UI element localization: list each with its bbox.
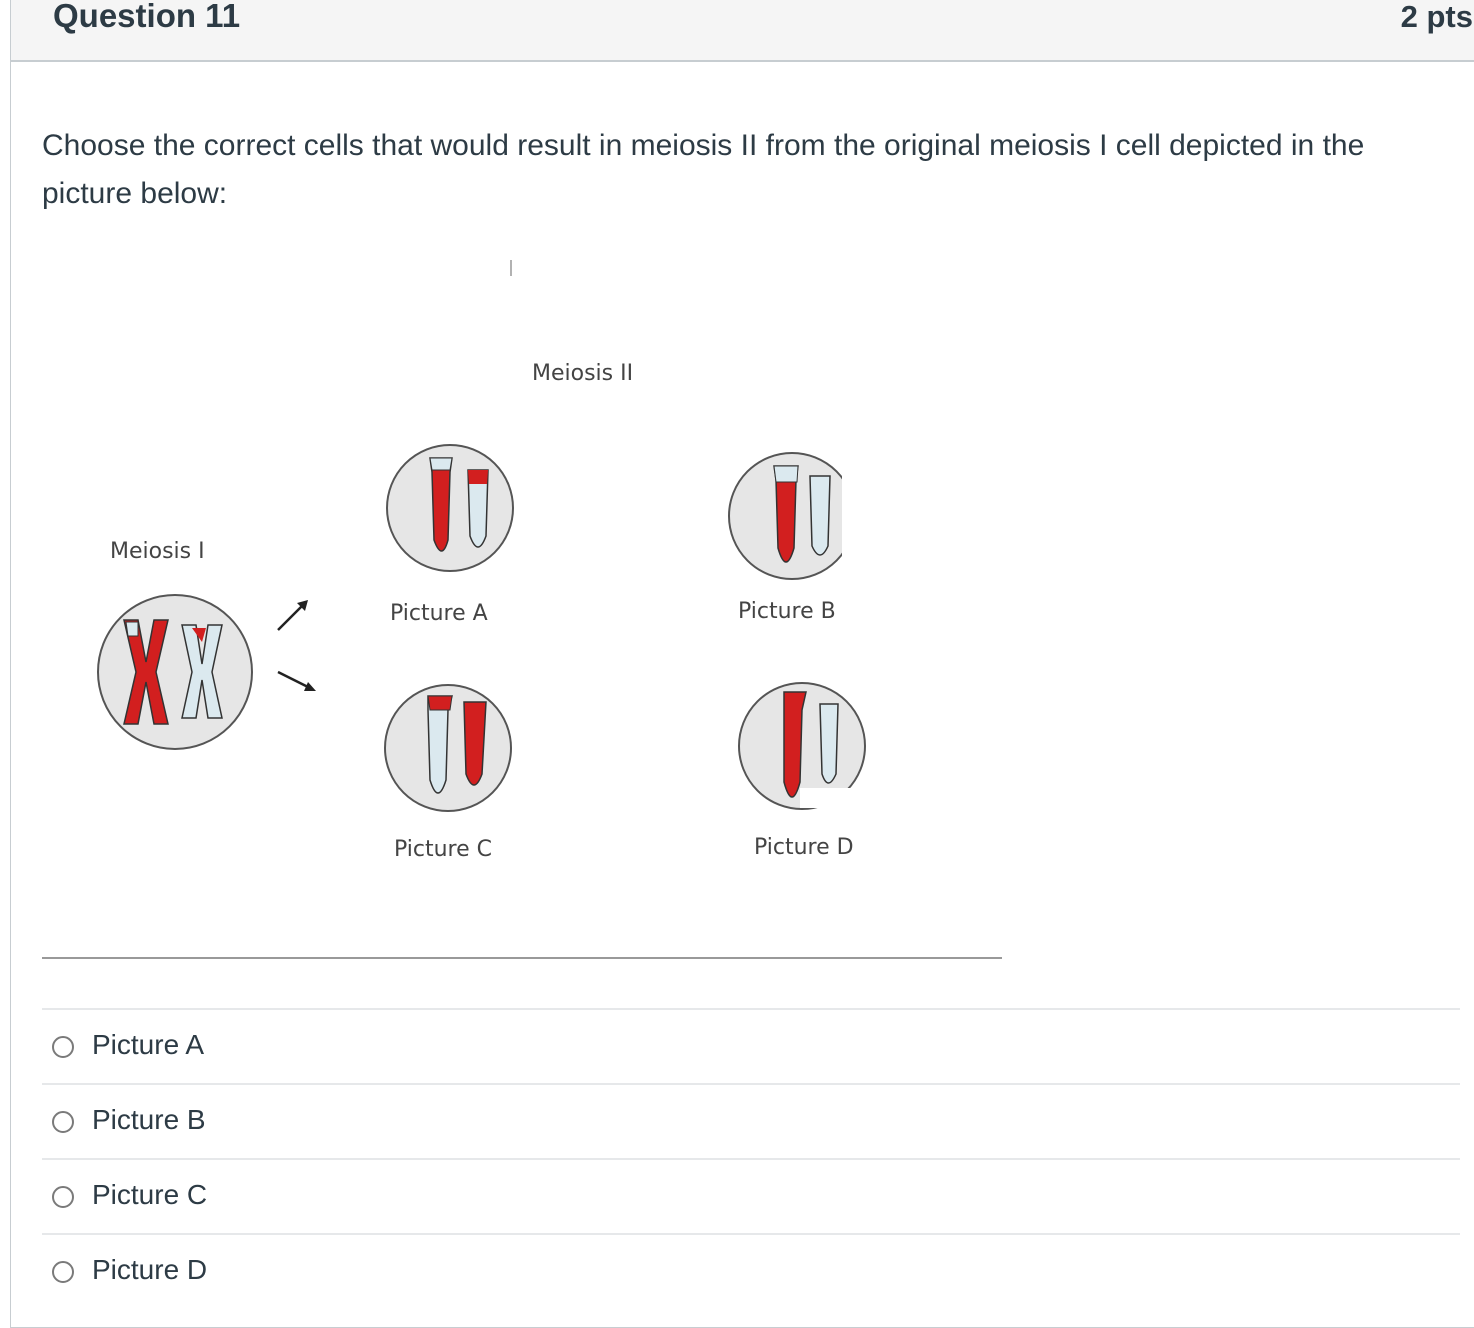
arrow-down-icon <box>277 670 316 691</box>
meiosis-diagram: Meiosis II Meiosis I Picture A Picture B… <box>42 260 1002 959</box>
picture-c-cell <box>384 684 512 812</box>
picture-b-cell <box>728 452 856 582</box>
meiosis-i-label: Meiosis I <box>110 539 205 564</box>
answer-list: Picture A Picture B Picture C Picture D <box>42 1008 1460 1308</box>
quiz-question-card: Question 11 2 pts <box>10 0 1474 1328</box>
picture-a-label: Picture A <box>390 601 488 626</box>
answer-option-c[interactable]: Picture C <box>42 1158 1460 1233</box>
answer-option-d[interactable]: Picture D <box>42 1233 1460 1308</box>
picture-d-cell <box>738 682 866 810</box>
question-title: Question 11 <box>53 0 241 34</box>
question-header: Question 11 2 pts <box>11 0 1474 62</box>
radio-button-a[interactable] <box>52 1036 74 1058</box>
picture-d-label: Picture D <box>754 835 854 860</box>
answer-label-d[interactable]: Picture D <box>92 1254 208 1285</box>
meiosis-i-cell <box>97 594 253 750</box>
answer-option-b[interactable]: Picture B <box>42 1083 1460 1158</box>
answer-label-c[interactable]: Picture C <box>92 1179 208 1210</box>
radio-button-c[interactable] <box>52 1186 74 1208</box>
question-points: 2 pts <box>1400 0 1473 34</box>
radio-button-b[interactable] <box>52 1111 74 1133</box>
meiosis-ii-label: Meiosis II <box>532 361 633 386</box>
answer-label-b[interactable]: Picture B <box>92 1104 206 1135</box>
picture-a-cell <box>386 444 514 572</box>
question-text: Choose the correct cells that would resu… <box>42 129 1365 210</box>
picture-b-label: Picture B <box>738 599 836 624</box>
answer-label-a[interactable]: Picture A <box>92 1029 205 1060</box>
answer-option-a[interactable]: Picture A <box>42 1008 1460 1083</box>
picture-c-label: Picture C <box>394 837 492 862</box>
radio-button-d[interactable] <box>52 1261 74 1283</box>
arrow-up-icon <box>277 600 308 631</box>
meiosis-figure: Meiosis II Meiosis I Picture A Picture B… <box>42 240 1002 960</box>
